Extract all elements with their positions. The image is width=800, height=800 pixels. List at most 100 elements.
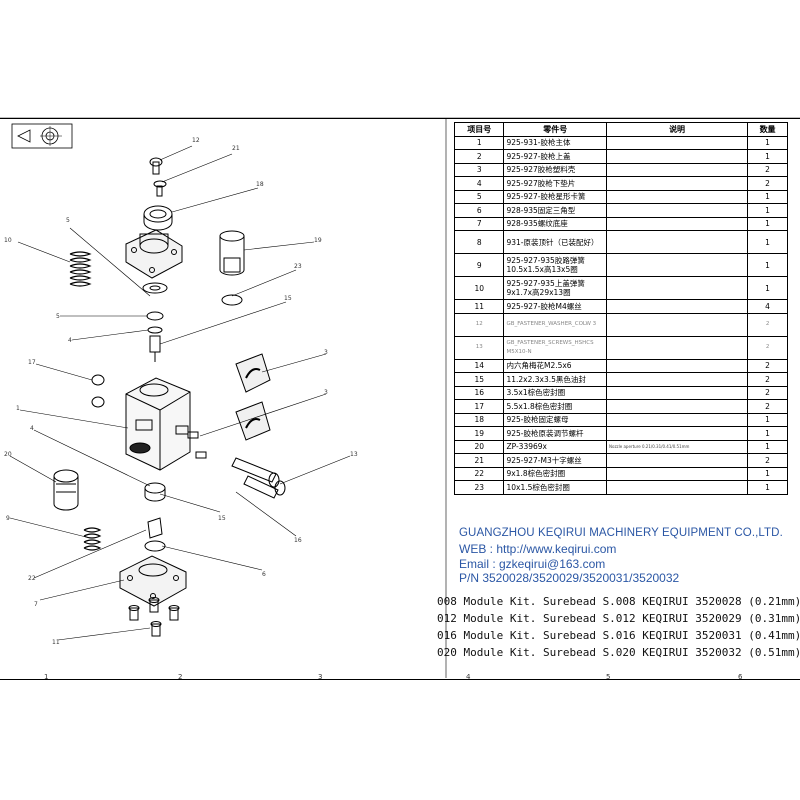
part-no-cell: GB_FASTENER_WASHER_COLW 3 (503, 312, 607, 337)
quantity-cell: 1 (747, 466, 788, 481)
kit-line: 012 Module Kit. Surebead S.012 KEQIRUI 3… (437, 612, 800, 625)
description-cell (605, 162, 749, 177)
part-numbers: P/N 3520028/3520029/3520031/3520032 (459, 571, 680, 585)
callout-number: 12 (192, 137, 200, 144)
quantity-cell: 2 (747, 372, 788, 387)
callout-number: 19 (314, 237, 322, 244)
table-header-row: 项目号 零件号 说明 数量 (453, 122, 788, 137)
description-cell (605, 176, 749, 191)
quantity-cell: 1 (747, 230, 788, 254)
item-no-cell: 1 (453, 135, 505, 150)
description-cell (605, 135, 749, 150)
company-email: Email : gzkeqirui@163.com (459, 557, 606, 571)
description-cell (605, 253, 749, 277)
quantity-cell: 2 (747, 385, 788, 400)
quantity-cell: 2 (747, 312, 788, 337)
item-no-cell: 13 (453, 335, 505, 360)
description-cell (605, 299, 749, 314)
callout-number: 7 (34, 601, 38, 608)
quantity-cell: 2 (747, 162, 788, 177)
description-cell (605, 276, 749, 300)
callout-number: 15 (284, 295, 292, 302)
description-cell (605, 480, 749, 495)
callout-number: 9 (6, 515, 10, 522)
part-no-cell: 925-927-935胶路弹簧10.5x1.5x高13x5圈 (503, 253, 607, 277)
item-no-cell: 8 (453, 230, 505, 254)
nut-part-icon (143, 205, 173, 231)
long-screw-part-icon (231, 457, 286, 499)
part-no-cell: 931-原装顶针（已装配好） (503, 230, 607, 254)
item-no-cell: 22 (453, 466, 505, 481)
item-no-cell: 23 (453, 480, 505, 495)
callout-number: 17 (28, 359, 36, 366)
threaded-base-part-icon (119, 555, 187, 607)
part-no-cell: 9x1.8棕色密封圈 (503, 466, 607, 481)
callout-number: 11 (52, 639, 60, 646)
kit-line: 016 Module Kit. Surebead S.016 KEQIRUI 3… (437, 629, 800, 642)
callout-number: 3 (324, 349, 328, 356)
o-ring-part-icon (221, 294, 243, 306)
washer-part-icon (153, 180, 167, 197)
description-cell (605, 335, 749, 360)
quantity-cell: 1 (747, 480, 788, 495)
callout-number: 4 (68, 337, 72, 344)
ruler-number: 1 (44, 673, 49, 681)
ruler-number: 2 (178, 673, 183, 681)
adjust-screw-part-icon (219, 230, 245, 276)
description-cell (605, 426, 749, 441)
quantity-cell: 2 (747, 358, 788, 373)
main-body-part-icon (125, 377, 191, 471)
description-cell (605, 466, 749, 481)
callout-number: 15 (218, 515, 226, 522)
quantity-cell: 2 (747, 335, 788, 360)
part-no-cell: 5.5x1.8棕色密封圈 (503, 399, 607, 414)
description-cell (605, 216, 749, 231)
part-no-cell: GB_FASTENER_SCREWS_HSHCS M5X10-N (503, 335, 607, 360)
quantity-cell: 2 (747, 176, 788, 191)
description-cell (605, 385, 749, 400)
item-no-cell: 11 (453, 299, 505, 314)
kit-line: 020 Module Kit. Surebead S.020 KEQIRUI 3… (437, 646, 800, 659)
item-no-cell: 14 (453, 358, 505, 373)
item-no-cell: 4 (453, 176, 505, 191)
quantity-cell: 4 (747, 299, 788, 314)
item-no-cell: 6 (453, 203, 505, 218)
description-cell (605, 189, 749, 204)
plastic-shell-part-icon (235, 353, 271, 441)
description-cell (605, 312, 749, 337)
ruler-number: 3 (318, 673, 323, 681)
quantity-cell: 2 (747, 399, 788, 414)
quantity-cell: 2 (747, 453, 788, 468)
description-cell (605, 203, 749, 218)
item-no-cell: 12 (453, 312, 505, 337)
quantity-cell: 1 (747, 412, 788, 427)
part-no-cell: 925-胶枪原装调节螺杆 (503, 426, 607, 441)
item-no-cell: 17 (453, 399, 505, 414)
ruler-number: 6 (738, 673, 743, 681)
description-cell (605, 453, 749, 468)
description-cell (605, 230, 749, 254)
part-no-cell: 925-胶枪固定螺母 (503, 412, 607, 427)
drawing-frame (0, 118, 800, 680)
callout-number: 13 (350, 451, 358, 458)
part-no-cell: 928-935固定三角型 (503, 203, 607, 218)
callout-number: 23 (294, 263, 302, 270)
item-no-cell: 18 (453, 412, 505, 427)
item-no-cell: 7 (453, 216, 505, 231)
m4-screw-part-icon (128, 597, 180, 637)
seal-ring-part-icon (91, 396, 105, 408)
